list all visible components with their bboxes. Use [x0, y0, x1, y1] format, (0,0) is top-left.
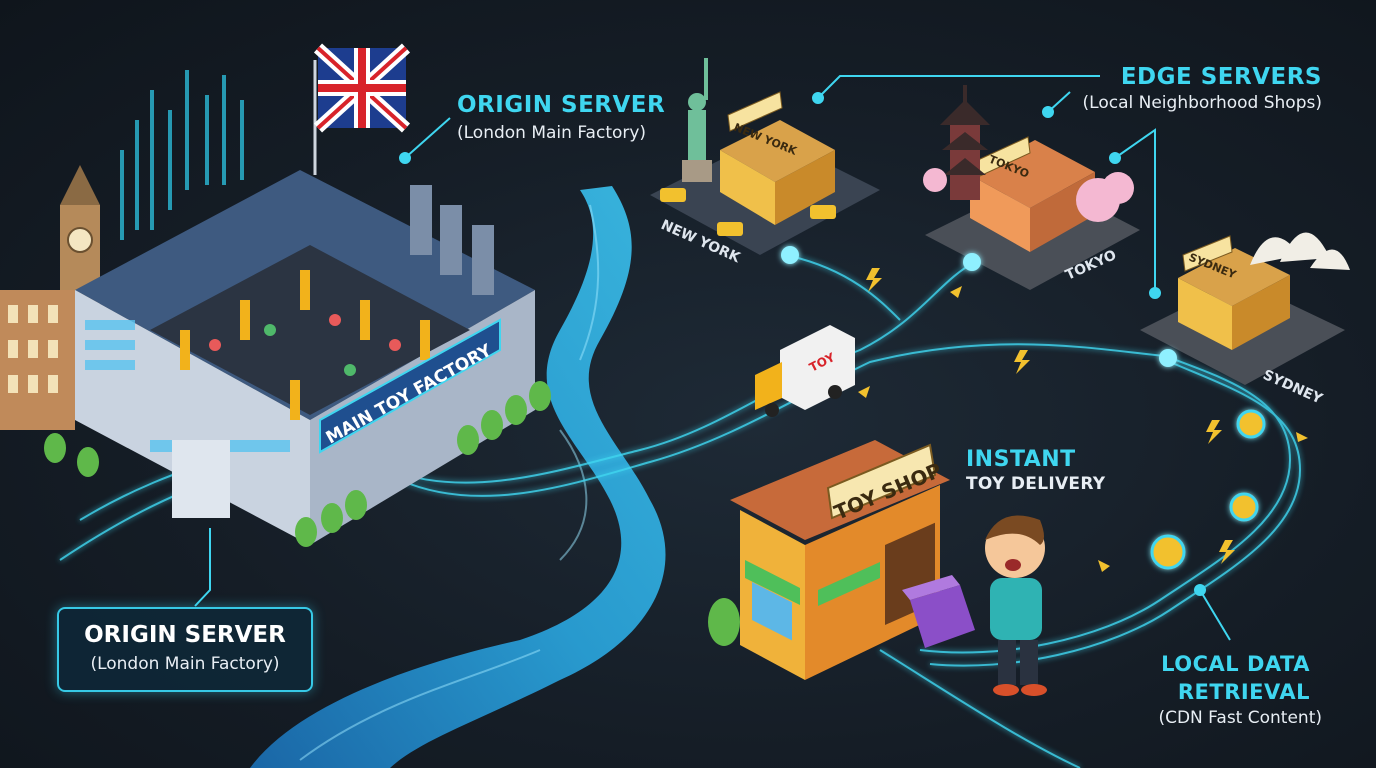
uk-flag-icon [313, 43, 411, 175]
pagoda-icon [940, 85, 990, 200]
origin-server-title: ORIGIN SERVER [457, 92, 666, 118]
instant-delivery-subtitle: TOY DELIVERY [966, 474, 1106, 494]
tokyo-edge-shop: TOKYO TOKYO [923, 85, 1140, 290]
origin-server-subtitle: (London Main Factory) [457, 123, 647, 143]
main-toy-factory: MAIN TOY FACTORY [75, 43, 535, 545]
river [250, 186, 666, 768]
callout-lines [194, 75, 1231, 641]
origin-server-callout-box: ORIGIN SERVER (London Main Factory) [57, 607, 313, 692]
edge-servers-subtitle: (Local Neighborhood Shops) [1082, 93, 1322, 113]
coin-node-icon [1150, 409, 1266, 570]
sydney-city-label: SYDNEY [1260, 367, 1325, 408]
toy-shop: TOY SHOP [730, 440, 950, 680]
instant-delivery-title: INSTANT [966, 447, 1076, 472]
origin-box-subtitle: (London Main Factory) [90, 654, 280, 674]
trees [44, 381, 740, 646]
origin-box-title: ORIGIN SERVER [84, 622, 286, 648]
local-data-retrieval-line2: RETRIEVAL [1177, 680, 1310, 704]
child-character [902, 515, 1047, 696]
lightning-bolt-icon [858, 268, 1308, 572]
edge-servers-title: EDGE SERVERS [1120, 64, 1322, 90]
new-york-edge-shop: NEW YORK NEW YORK [650, 58, 880, 267]
sydney-edge-shop: SYDNEY SYDNEY [1140, 232, 1350, 408]
local-data-retrieval-subtitle: (CDN Fast Content) [1158, 708, 1322, 728]
local-data-retrieval-line1: LOCAL DATA [1161, 652, 1310, 676]
data-stream-bars [120, 70, 244, 240]
opera-house-icon [1250, 232, 1350, 270]
delivery-truck-icon: TOY [755, 325, 855, 417]
statue-of-liberty-icon [682, 58, 712, 182]
